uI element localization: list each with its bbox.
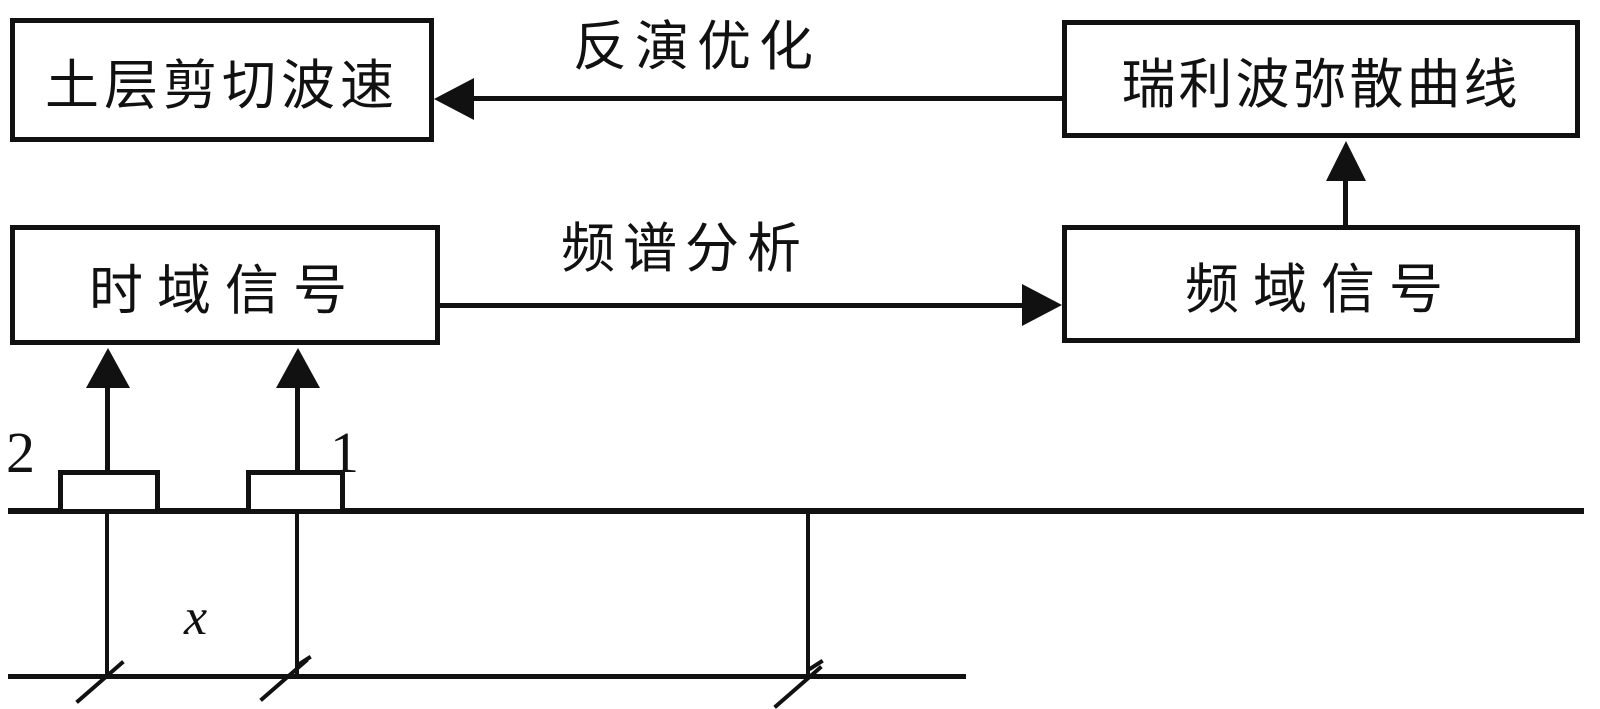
geophone-2-sensor: [58, 470, 160, 514]
geophone-spacing-label: x: [184, 589, 208, 646]
box-frequency-domain-signal: 频域信号: [1062, 225, 1580, 343]
survey-line-left: [105, 512, 109, 678]
arrowhead-right-icon: [1022, 284, 1062, 326]
hatch-mark-right: [773, 665, 823, 709]
ground-surface-line: [8, 508, 1584, 514]
geophone-2-number: 2: [6, 420, 35, 485]
geophone-2-arrow-line: [105, 386, 110, 470]
freq-to-rayleigh-arrow-line: [1343, 180, 1348, 225]
datum-line: [8, 674, 966, 679]
box-frequency-domain-signal-label: 频域信号: [1185, 259, 1457, 320]
geophone-1-sensor: [246, 470, 345, 514]
box-time-domain-signal: 时域信号: [10, 225, 440, 345]
spectrum-analysis-label: 频谱分析: [561, 219, 809, 279]
box-time-domain-signal-label: 时域信号: [89, 260, 361, 321]
box-shear-wave-velocity: 土层剪切波速: [10, 18, 434, 142]
survey-line-middle: [295, 512, 299, 678]
inversion-arrow-line: [470, 96, 1062, 101]
inversion-optimization-label: 反演优化: [573, 17, 821, 77]
arrowhead-up-icon: [276, 348, 320, 388]
geophone-1-arrow-line: [295, 386, 300, 470]
box-shear-wave-velocity-label: 土层剪切波速: [45, 55, 399, 116]
spectrum-arrow-line: [440, 303, 1022, 308]
hatch-mark-left: [75, 660, 125, 704]
box-rayleigh-dispersion-curve: 瑞利波弥散曲线: [1062, 20, 1580, 138]
box-rayleigh-dispersion-curve-label: 瑞利波弥散曲线: [1121, 54, 1521, 115]
arrowhead-up-icon: [1326, 141, 1366, 181]
arrowhead-up-icon: [86, 348, 130, 388]
arrowhead-left-icon: [434, 78, 474, 120]
survey-line-right: [806, 510, 810, 678]
